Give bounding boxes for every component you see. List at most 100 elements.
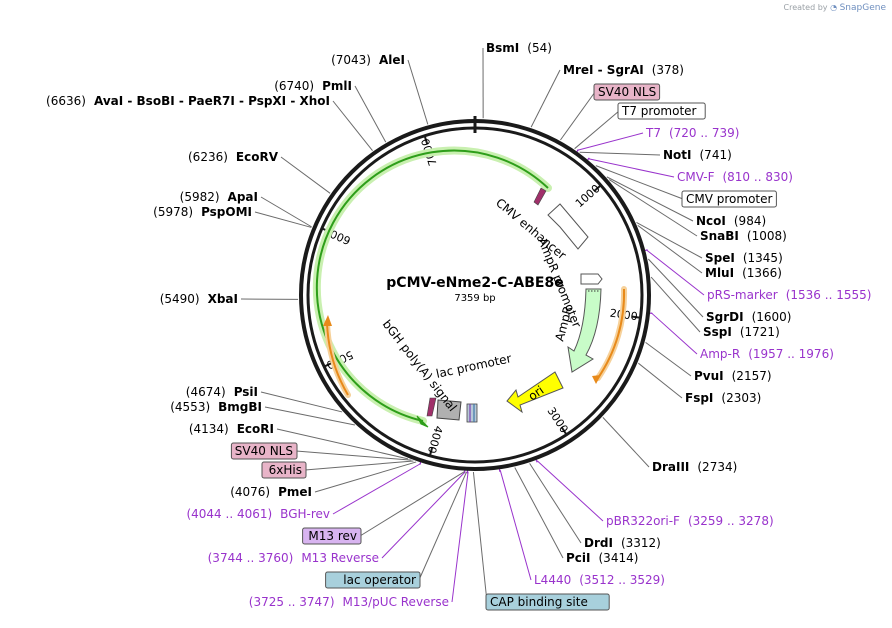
site-position: (2734)	[697, 460, 737, 474]
site-label-sixhis: 6xHis	[262, 462, 306, 478]
site-label-text: (5982)ApaI	[180, 190, 258, 204]
site-position: (4553)	[170, 400, 210, 414]
site-position: (6636)	[46, 94, 86, 108]
primer-site-mark	[588, 159, 589, 160]
site-name: AleI	[379, 53, 405, 67]
site-position: (3512 .. 3529)	[579, 573, 665, 587]
leader-line	[603, 417, 649, 467]
site-label-text: SgrDI(1600)	[706, 310, 791, 324]
leader-line	[419, 472, 467, 580]
site-label-pmli: (6740)PmlI	[274, 79, 352, 93]
site-name: PmeI	[278, 485, 312, 499]
site-label-text: PciI(3414)	[566, 551, 638, 565]
site-label-text: (6236)EcoRV	[188, 150, 279, 164]
primer-site-mark	[577, 150, 578, 151]
leader-line	[452, 472, 468, 602]
leader-line	[651, 277, 700, 332]
site-label-apai: (5982)ApaI	[180, 190, 258, 204]
site-label-text: lac operator	[343, 573, 416, 587]
site-label-bsmi: BsmI(54)	[486, 41, 552, 55]
site-label-text: (3725 .. 3747)M13/pUC Reverse	[249, 595, 449, 609]
site-label-text: pBR322ori-F(3259 .. 3278)	[606, 514, 774, 528]
site-position: (2303)	[721, 391, 761, 405]
site-label-text: (6636)AvaI - BsoBI - PaeR7I - PspXI - Xh…	[46, 94, 330, 108]
site-label-t7prom: T7 promoter	[618, 103, 705, 119]
plasmid-name: pCMV-eNme2-C-ABE8e	[386, 275, 563, 291]
leader-line	[560, 92, 595, 140]
site-position: (5982)	[180, 190, 220, 204]
site-label-text: (7043)AleI	[331, 53, 405, 67]
site-label-m13puc: (3725 .. 3747)M13/pUC Reverse	[249, 595, 449, 609]
site-label-text: (3744 .. 3760)M13 Reverse	[208, 551, 379, 565]
leader-line	[636, 222, 702, 258]
leader-line	[305, 461, 414, 470]
site-label-xhoi: (6636)AvaI - BsoBI - PaeR7I - PspXI - Xh…	[46, 94, 330, 108]
site-position: lac operator	[343, 573, 416, 587]
site-position: CAP binding site	[490, 595, 588, 609]
site-label-fspi: FspI (2303)	[685, 391, 761, 405]
site-label-text: (6740)PmlI	[274, 79, 352, 93]
site-position: SV40 NLS	[598, 85, 656, 99]
site-position: 6xHis	[269, 463, 302, 477]
leader-line	[515, 467, 563, 558]
site-position: M13/pUC Reverse	[343, 595, 450, 609]
leader-line	[500, 470, 531, 580]
site-name: FspI	[685, 391, 713, 405]
site-label-srgai: MreI - SgrAI(378)	[563, 63, 684, 77]
leader-line	[575, 111, 619, 149]
plasmid-length: 7359 bp	[454, 293, 495, 304]
site-label-ampr: Amp-R(1957 .. 1976)	[700, 347, 834, 361]
leader-line	[333, 101, 373, 151]
site-name: MluI	[705, 266, 734, 280]
site-position: (5490)	[160, 292, 200, 306]
site-position: (4134)	[189, 422, 229, 436]
site-label-text: (4134)EcoRI	[189, 422, 274, 436]
site-label-text: 6xHis	[269, 463, 302, 477]
site-position: (4674)	[186, 385, 226, 399]
site-name: PmlI	[322, 79, 352, 93]
leader-line	[315, 462, 416, 492]
lac-promoter-label: lac promoter	[435, 351, 513, 381]
site-label-pbr322: pBR322ori-F(3259 .. 3278)	[606, 514, 774, 528]
leader-line	[473, 472, 487, 602]
site-label-text: SnaBI(1008)	[700, 229, 787, 243]
leader-line	[530, 463, 581, 543]
site-label-mlui: MluI(1366)	[705, 266, 782, 280]
site-label-text: SspI(1721)	[703, 325, 780, 339]
site-name: SpeI	[705, 251, 735, 265]
leader-line	[408, 60, 428, 124]
site-position: (741)	[700, 148, 732, 162]
site-label-bghrev: (4044 .. 4061)BGH-rev	[186, 507, 330, 521]
site-label-text: pRS-marker(1536 .. 1555)	[707, 288, 871, 302]
site-labels: BsmI(54) MreI - SgrAI(378) SV40 NLS T7 prom…	[46, 41, 871, 610]
site-name: PciI	[566, 551, 591, 565]
site-label-m13rev_p: (3744 .. 3760)M13 Reverse	[208, 551, 379, 565]
site-name: EcoRV	[236, 150, 279, 164]
site-position: M13 rev	[308, 529, 357, 543]
site-label-text: CMV promoter	[686, 192, 773, 206]
site-position: (1345)	[743, 251, 783, 265]
site-position: M13 Reverse	[301, 551, 379, 565]
site-position: (810 .. 830)	[722, 170, 792, 184]
site-label-ecori: (4134)EcoRI	[189, 422, 274, 436]
site-name: DrdI	[584, 536, 613, 550]
site-label-ecorv: (6236)EcoRV	[188, 150, 279, 164]
leader-line	[261, 197, 312, 227]
site-name: PspOMI	[201, 205, 252, 219]
site-label-pspomi: (5978)PspOMI	[153, 205, 252, 219]
leader-line	[255, 212, 311, 227]
leader-line	[265, 407, 355, 425]
site-position: (1536 .. 1555)	[786, 288, 872, 302]
site-label-text: BsmI(54)	[486, 41, 552, 55]
site-label-sv40nls1: SV40 NLS	[594, 84, 660, 100]
scale-tick-label: 4000	[425, 424, 445, 454]
scale-tick-label: 3000	[545, 405, 571, 436]
site-position: CMV-F	[677, 170, 715, 184]
snapgene-watermark: Created by ◔ SnapGene	[784, 3, 887, 13]
site-name: XbaI	[208, 292, 238, 306]
site-label-cap: CAP binding site	[486, 594, 609, 610]
site-name: SnaBI	[700, 229, 739, 243]
site-position: (2157)	[732, 369, 772, 383]
site-name: MreI - SgrAI	[563, 63, 644, 77]
